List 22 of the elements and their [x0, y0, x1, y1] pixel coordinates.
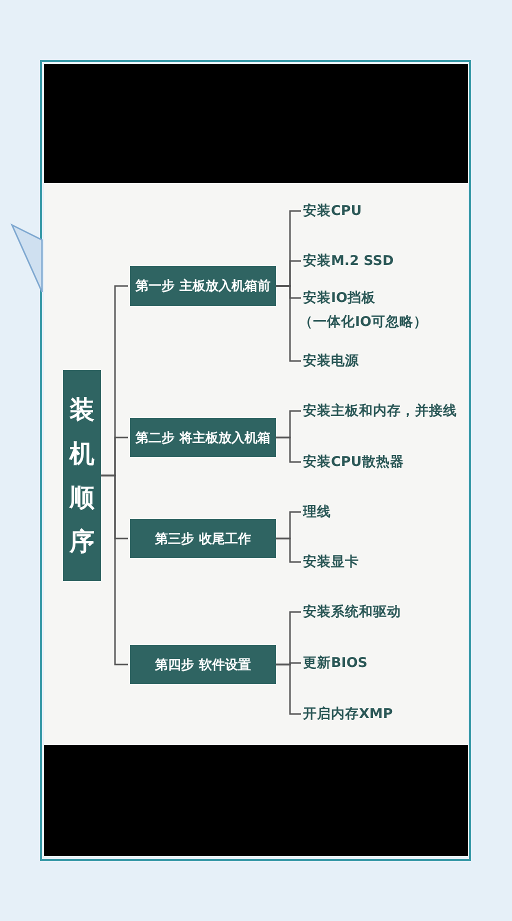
connector-line: [276, 664, 301, 715]
step-item-text: 更新BIOS: [303, 654, 368, 673]
connector-line: [276, 436, 301, 463]
title-box: 装机顺序: [63, 370, 101, 581]
step-item-text: 安装主板和内存，并接线: [303, 402, 457, 421]
step-box: 第四步 软件设置: [130, 645, 276, 684]
step-box: 第二步 将主板放入机箱: [130, 418, 276, 457]
step-item-text: 理线: [303, 503, 331, 522]
step-item-text: 安装M.2 SSD: [303, 252, 394, 271]
connector-line: [276, 538, 301, 563]
note-text: （一体化IO可忽略）: [299, 313, 428, 332]
connector-line: [276, 285, 301, 362]
step-item-text: 开启内存XMP: [303, 705, 393, 724]
connector-line: [101, 474, 128, 666]
step-box: 第三步 收尾工作: [130, 519, 276, 558]
step-item-text: 安装CPU: [303, 202, 362, 221]
step-box: 第一步 主板放入机箱前: [130, 266, 276, 306]
step-item-text: 安装IO挡板: [303, 289, 376, 308]
step-item-text: 安装CPU散热器: [303, 453, 404, 472]
step-item-text: 安装电源: [303, 352, 359, 371]
step-item-text: 安装显卡: [303, 553, 359, 572]
step-item-text: 安装系统和驱动: [303, 603, 401, 622]
